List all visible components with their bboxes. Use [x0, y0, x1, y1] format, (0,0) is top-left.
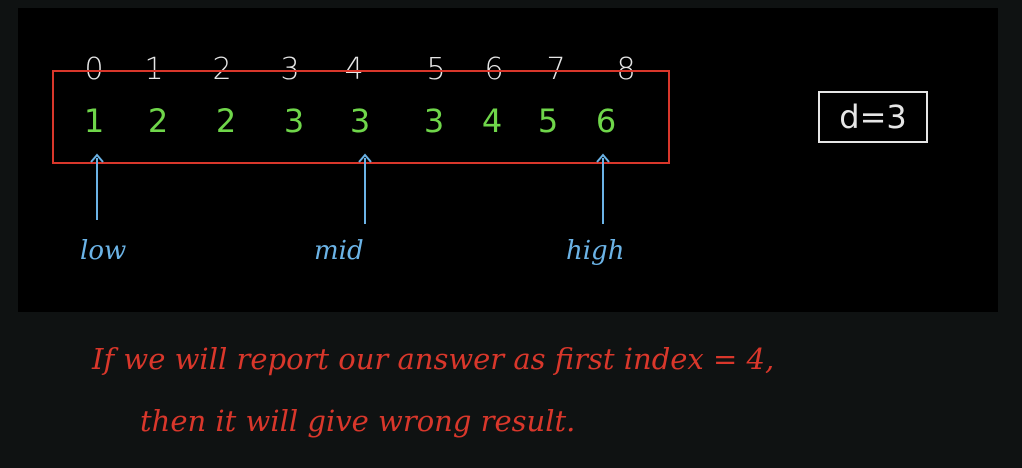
array-box	[52, 70, 670, 164]
low-arrow-shaft	[96, 158, 98, 220]
array-value: 1	[83, 102, 105, 140]
index-label: 3	[280, 52, 300, 87]
index-label: 7	[546, 52, 566, 87]
index-label: 8	[616, 52, 636, 87]
array-value: 2	[215, 102, 237, 140]
index-label: 5	[426, 52, 446, 87]
difference-box: d=3	[818, 91, 928, 143]
high-arrow-shaft	[602, 158, 604, 224]
array-value: 4	[481, 102, 503, 140]
low-pointer-label: low	[80, 236, 127, 266]
mid-pointer-label: mid	[314, 236, 364, 266]
high-pointer-label: high	[566, 236, 625, 266]
index-label: 0	[84, 52, 104, 87]
array-value: 5	[537, 102, 559, 140]
index-label: 2	[212, 52, 232, 87]
low-arrow-head	[90, 153, 104, 163]
array-value: 3	[423, 102, 445, 140]
mid-arrow-shaft	[364, 158, 366, 224]
diagram-panel: 0 1 2 3 4 5 6 7 8 1 2 2 3 3 3 4 5 6 low …	[18, 8, 998, 312]
array-value: 3	[349, 102, 371, 140]
note-line-1: If we will report our answer as first in…	[92, 342, 775, 376]
array-value: 2	[147, 102, 169, 140]
high-arrow-head	[596, 153, 610, 163]
index-label: 1	[144, 52, 164, 87]
note-line-2: then it will give wrong result.	[140, 404, 576, 438]
array-value: 6	[595, 102, 617, 140]
array-value: 3	[283, 102, 305, 140]
index-label: 6	[484, 52, 504, 87]
index-label: 4	[344, 52, 364, 87]
mid-arrow-head	[358, 153, 372, 163]
